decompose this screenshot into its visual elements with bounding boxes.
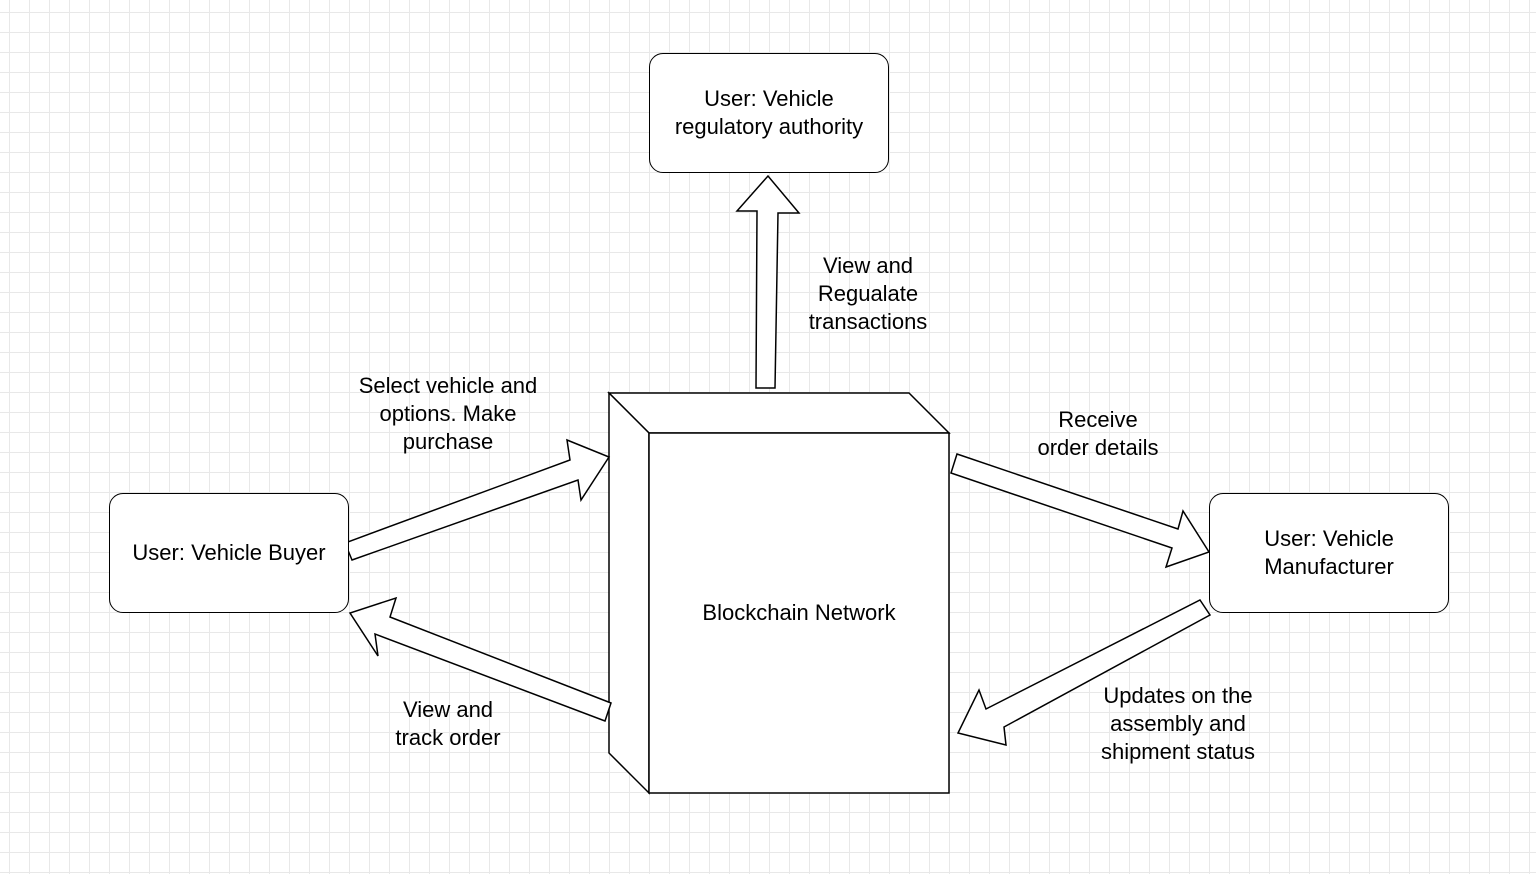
blockchain-box-shape[interactable] — [607, 391, 951, 795]
edge-label-blockchain-to-buyer: View and track order — [395, 697, 501, 750]
arrow-manufacturer-to-blockchain[interactable] — [956, 599, 1212, 746]
node-vehicle-buyer[interactable]: User: Vehicle Buyer — [109, 493, 349, 613]
arrow-blockchain-to-manufacturer[interactable] — [950, 453, 1211, 569]
node-vehicle-manufacturer-label: User: Vehicle Manufacturer — [1264, 526, 1394, 579]
edge-label-buyer-to-blockchain: Select vehicle and options. Make purchas… — [358, 373, 538, 454]
edge-label-to-regulator: View and Regualate transactions — [808, 253, 928, 334]
edge-label-blockchain-to-manufacturer: Receive order details — [1037, 407, 1159, 460]
node-regulatory-authority-label: User: Vehicle regulatory authority — [674, 86, 864, 139]
node-vehicle-buyer-label: User: Vehicle Buyer — [132, 540, 326, 565]
node-blockchain-network-label: Blockchain Network — [702, 600, 896, 625]
edge-label-manufacturer-to-blockchain: Updates on the assembly and shipment sta… — [1100, 683, 1256, 764]
arrow-blockchain-to-buyer[interactable] — [348, 596, 612, 722]
arrow-buyer-to-blockchain[interactable] — [344, 438, 611, 561]
node-vehicle-manufacturer[interactable]: User: Vehicle Manufacturer — [1209, 493, 1449, 613]
node-regulatory-authority[interactable]: User: Vehicle regulatory authority — [649, 53, 889, 173]
arrow-to-regulator[interactable] — [735, 174, 801, 389]
